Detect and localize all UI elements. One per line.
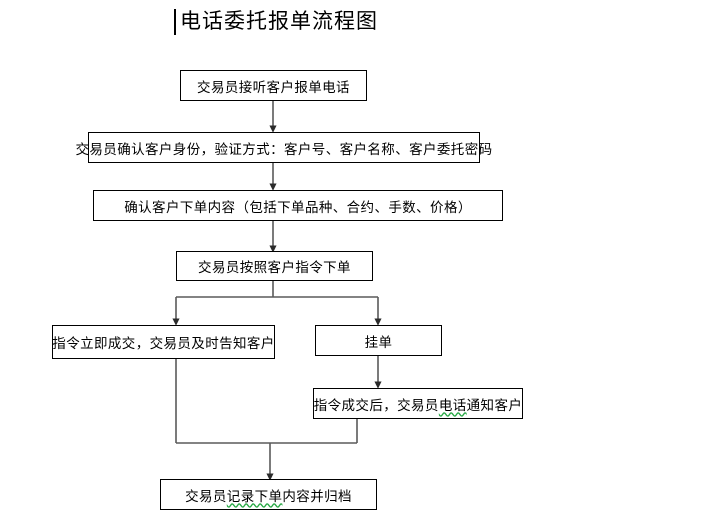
- node-n7-label-misspelling: 电话: [438, 397, 467, 414]
- node-n7-label-part2: 通知客户: [466, 397, 523, 414]
- node-n8[interactable]: 交易员记录下单内容并归档: [160, 479, 377, 510]
- node-n8-label-part1: 交易员: [185, 488, 227, 505]
- node-n7[interactable]: 指令成交后，交易员电话通知客户: [313, 388, 523, 419]
- node-n4-label: 交易员按照客户指令下单: [198, 260, 351, 276]
- node-n1-label: 交易员接听客户报单电话: [197, 79, 350, 96]
- node-n5[interactable]: 指令立即成交，交易员及时告知客户: [52, 325, 275, 359]
- text-cursor: [174, 9, 176, 35]
- node-n3-label: 确认客户下单内容（包括下单品种、合约、手数、价格）: [124, 199, 472, 216]
- node-n7-label-part1: 指令成交后，交易员: [313, 397, 439, 414]
- node-n4[interactable]: 交易员按照客户指令下单: [176, 251, 373, 281]
- node-n2-label: 交易员确认客户身份，验证方式：客户号、客户名称、客户委托密码: [75, 141, 493, 158]
- node-n7-label: 指令成交后，交易员电话通知客户: [314, 394, 523, 414]
- page-title: 电话委托报单流程图: [180, 9, 378, 33]
- node-n6[interactable]: 挂单: [315, 325, 442, 356]
- node-n1[interactable]: 交易员接听客户报单电话: [180, 70, 367, 101]
- node-n6-label: 挂单: [364, 334, 393, 351]
- node-n8-label: 交易员记录下单内容并归档: [185, 485, 352, 505]
- node-n8-label-part2: 内容并归档: [282, 488, 352, 505]
- node-n8-label-misspelling: 记录下单: [226, 488, 283, 505]
- node-n5-label: 指令立即成交，交易员及时告知客户: [52, 336, 275, 352]
- node-n3[interactable]: 确认客户下单内容（包括下单品种、合约、手数、价格）: [93, 190, 503, 221]
- node-n2[interactable]: 交易员确认客户身份，验证方式：客户号、客户名称、客户委托密码: [76, 132, 492, 163]
